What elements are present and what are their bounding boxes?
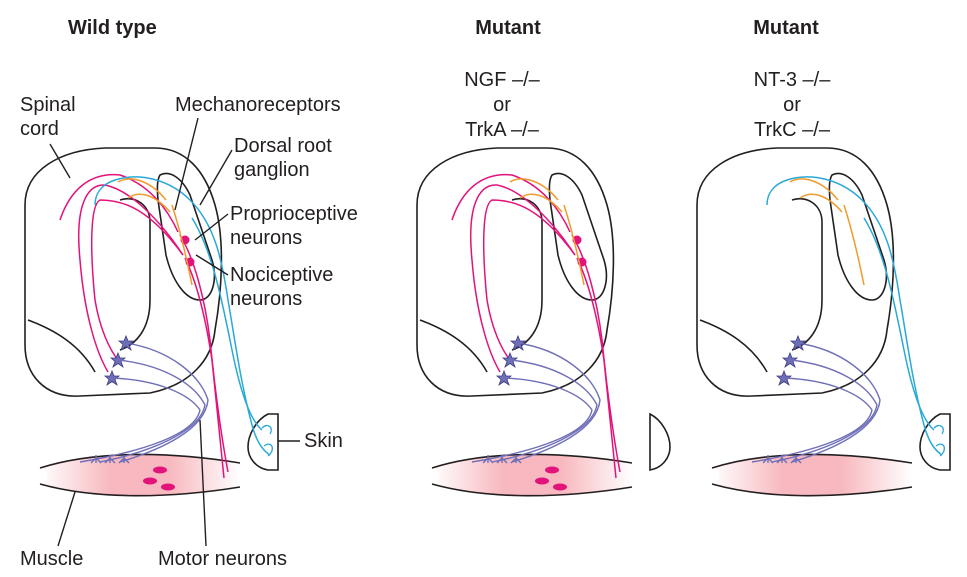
panel-header: Mutant — [475, 17, 541, 39]
muscle-shape — [711, 453, 913, 497]
nociceptive-fibers — [789, 178, 865, 286]
muscle-shape — [431, 453, 633, 497]
panel-mutant-nt3-trkc: Mutant NT-3 –/– or TrkC –/– — [696, 17, 951, 497]
label-nociceptive-2: neurons — [230, 288, 302, 310]
dorsal-root-ganglion-shape — [828, 172, 888, 301]
leader-motor-neurons — [199, 419, 207, 547]
genotype-line-1: NGF –/– — [464, 69, 540, 91]
skin-mechanoreceptor-endings — [933, 424, 946, 457]
motor-axons — [471, 342, 601, 463]
leader-drg — [199, 149, 233, 206]
motor-axons — [751, 342, 881, 463]
label-spinal-cord-2: cord — [20, 118, 59, 140]
label-muscle: Muscle — [20, 548, 83, 570]
label-drg-1: Dorsal root — [234, 135, 332, 157]
leader-proprioceptive — [194, 213, 229, 241]
mechanoreceptor-fibers — [766, 176, 943, 456]
genotype-line-2: or — [493, 94, 511, 116]
panel-header: Wild type — [68, 17, 157, 39]
leader-spinal-cord — [49, 143, 71, 179]
nociceptive-fibers — [117, 178, 193, 286]
panel-mutant-ngf-trka: Mutant NGF –/– or TrkA –/– — [416, 17, 671, 497]
skin-patch — [919, 413, 951, 471]
skin-patch — [247, 413, 279, 471]
motor-axons — [79, 342, 209, 463]
label-motor-neurons: Motor neurons — [158, 548, 287, 570]
label-skin: Skin — [304, 430, 343, 452]
proprioceptive-fibers — [451, 173, 621, 479]
panel-header: Mutant — [753, 17, 819, 39]
skin-mechanoreceptor-endings — [261, 424, 274, 457]
proprioceptive-endings — [535, 235, 587, 491]
genotype-line-3: TrkA –/– — [465, 119, 540, 141]
leader-mechanoreceptors — [174, 117, 199, 211]
genotype-line-2: or — [783, 94, 801, 116]
label-drg-2: ganglion — [234, 159, 310, 181]
genotype-line-1: NT-3 –/– — [754, 69, 832, 91]
label-proprioceptive-2: neurons — [230, 227, 302, 249]
label-nociceptive-1: Nociceptive — [230, 264, 333, 286]
proprioceptive-fibers — [59, 173, 229, 479]
nociceptive-fibers — [509, 178, 585, 286]
label-spinal-cord-1: Spinal — [20, 94, 76, 116]
label-proprioceptive-1: Proprioceptive — [230, 203, 358, 225]
leader-muscle — [57, 491, 76, 547]
panel-wild-type: Wild type — [20, 17, 358, 570]
skin-patch — [649, 412, 671, 471]
label-mechanoreceptors: Mechanoreceptors — [175, 94, 341, 116]
leader-nociceptive — [195, 254, 229, 276]
genotype-line-3: TrkC –/– — [754, 119, 831, 141]
mechanoreceptor-fibers — [94, 176, 271, 456]
motor-endplates — [90, 454, 130, 464]
muscle-shape — [39, 453, 241, 497]
